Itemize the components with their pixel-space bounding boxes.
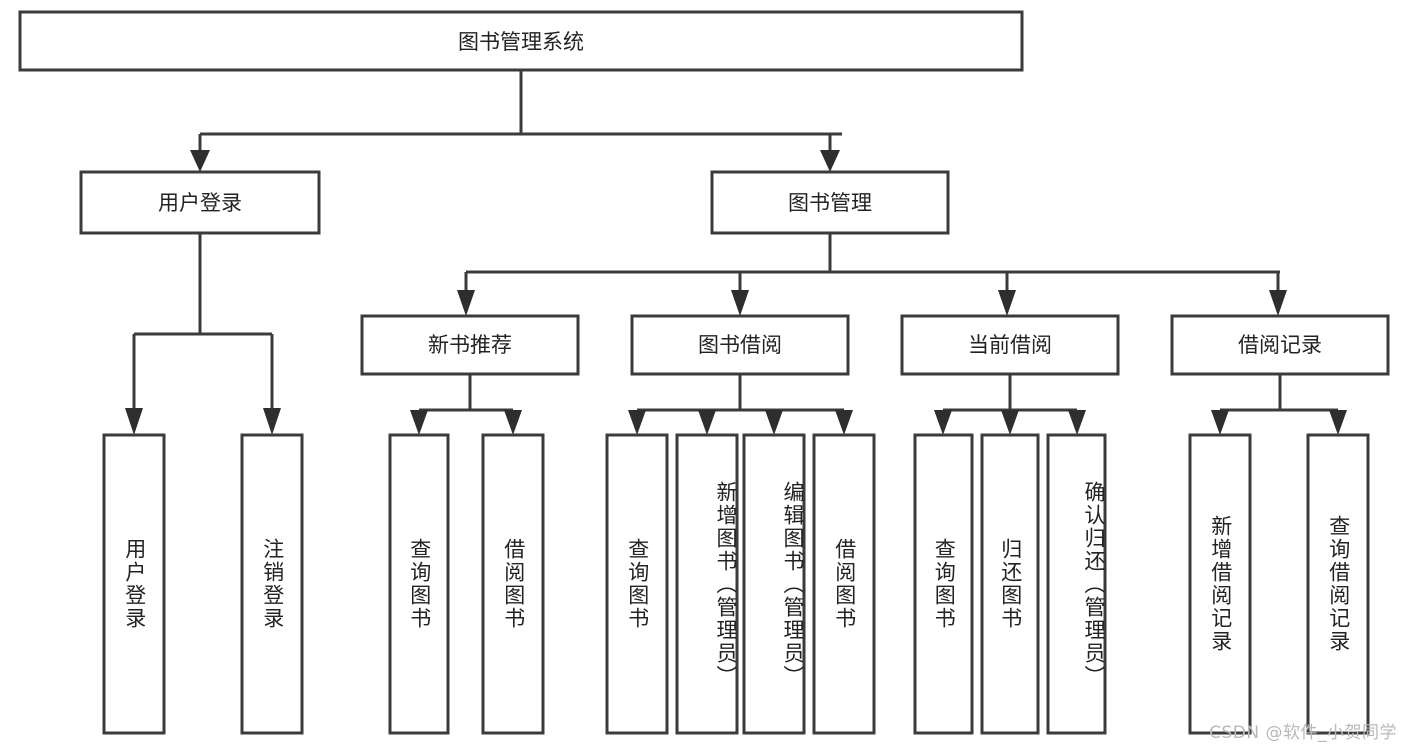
leaf-boxes	[102, 433, 1370, 735]
arrow-head-current-borrow	[998, 290, 1016, 316]
node-label-current-borrow: 当前借阅	[968, 333, 1052, 357]
node-label-root: 图书管理系统	[458, 30, 584, 54]
node-box-leaf-3[interactable]	[388, 433, 450, 735]
node-box-leaf-12[interactable]	[1188, 433, 1252, 735]
node-borrow-record[interactable]: 借阅记录	[1170, 314, 1390, 376]
node-box-new-book-recommend[interactable]	[360, 314, 580, 376]
node-box-leaf-2[interactable]	[240, 433, 304, 735]
connectors-user-login-to-leaves	[125, 233, 281, 435]
node-box-leaf-6[interactable]	[675, 433, 739, 735]
arrow-head-leaf-7	[765, 410, 783, 435]
node-root[interactable]: 图书管理系统	[18, 10, 1024, 72]
node-new-book-recommend[interactable]: 新书推荐	[360, 314, 580, 376]
node-box-leaf-5[interactable]	[605, 433, 669, 735]
arrow-head-book-borrow	[731, 290, 749, 316]
arrow-head-leaf-8	[835, 410, 853, 435]
arrow-head-leaf-13	[1329, 410, 1347, 435]
node-box-leaf-13[interactable]	[1306, 433, 1370, 735]
arrow-head-new-book	[457, 290, 475, 316]
arrow-head-leaf-3	[410, 410, 428, 435]
node-box-leaf-7[interactable]	[742, 433, 806, 735]
arrow-head-borrow-record	[1269, 290, 1287, 316]
node-box-book-borrow[interactable]	[630, 314, 850, 376]
arrow-head-leaf-9	[934, 410, 952, 435]
arrow-head-leaf-2	[263, 408, 281, 435]
node-box-root[interactable]	[18, 10, 1024, 72]
connectors-book-borrow-to-leaves	[628, 374, 853, 435]
node-current-borrow[interactable]: 当前借阅	[900, 314, 1120, 376]
node-box-leaf-11[interactable]	[1046, 433, 1107, 735]
arrow-head-leaf-12	[1211, 410, 1229, 435]
node-box-current-borrow[interactable]	[900, 314, 1120, 376]
node-box-leaf-4[interactable]	[481, 433, 545, 735]
connectors-current-borrow-to-leaves	[934, 374, 1086, 435]
node-user-login[interactable]: 用户登录	[79, 170, 321, 235]
arrow-head-leaf-11	[1068, 410, 1086, 435]
connectors-borrow-record-to-leaves	[1211, 374, 1347, 435]
arrow-head-leaf-1	[125, 408, 143, 435]
arrow-head-leaf-5	[628, 410, 646, 435]
node-box-leaf-10[interactable]	[980, 433, 1040, 735]
arrow-head-leaf-6	[698, 410, 716, 435]
node-label-user-login: 用户登录	[158, 191, 242, 215]
node-box-leaf-8[interactable]	[812, 433, 876, 735]
node-label-book-manage: 图书管理	[788, 191, 872, 215]
node-box-leaf-9[interactable]	[913, 433, 974, 735]
connectors-new-book-to-leaves	[410, 374, 522, 435]
node-box-borrow-record[interactable]	[1170, 314, 1390, 376]
node-label-book-borrow: 图书借阅	[698, 333, 782, 357]
arrow-head-leaf-4	[504, 410, 522, 435]
node-box-book-manage[interactable]	[710, 170, 950, 235]
connectors-root-to-level2	[190, 70, 842, 172]
arrow-head-leaf-10	[1001, 410, 1019, 435]
node-label-new-book-recommend: 新书推荐	[428, 333, 512, 357]
csdn-watermark: CSDN @软件_小贺同学	[1209, 723, 1397, 743]
node-box-leaf-1[interactable]	[102, 433, 166, 735]
arrow-head-to-book-manage	[820, 150, 840, 172]
node-box-user-login[interactable]	[79, 170, 321, 235]
connectors-book-manage-to-level3	[457, 233, 1287, 316]
node-label-borrow-record: 借阅记录	[1238, 333, 1322, 357]
node-book-borrow[interactable]: 图书借阅	[630, 314, 850, 376]
node-book-manage[interactable]: 图书管理	[710, 170, 950, 235]
arrow-head-to-user-login	[190, 150, 210, 172]
